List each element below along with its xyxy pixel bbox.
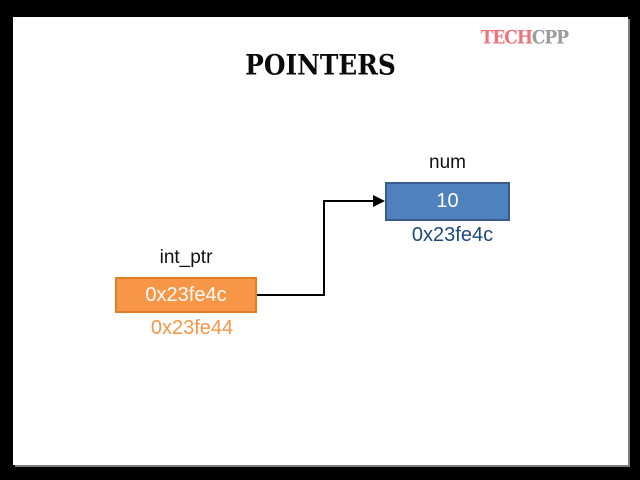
num-value-box: 10	[385, 182, 510, 221]
slide: TECHCPP POINTERS num 10 0x23fe4c int_ptr…	[13, 17, 628, 465]
num-address-text: 0x23fe4c	[411, 224, 494, 246]
int-ptr-value-box: 0x23fe4c	[115, 277, 257, 313]
brand-logo: TECHCPP	[480, 27, 569, 49]
num-variable-label: num	[429, 152, 466, 173]
num-value: 10	[436, 190, 459, 212]
int-ptr-variable-label: int_ptr	[159, 247, 213, 268]
int-ptr-value: 0x23fe4c	[145, 283, 227, 306]
pointer-arrow-line	[257, 200, 375, 296]
pointer-arrow	[257, 195, 385, 296]
brand-logo-tech: TECH	[480, 27, 533, 49]
slide-title: POINTERS	[245, 49, 396, 82]
pointer-arrow-head	[373, 195, 385, 207]
int-ptr-address-text: 0x23fe44	[150, 317, 234, 339]
brand-logo-cpp: CPP	[531, 27, 569, 49]
